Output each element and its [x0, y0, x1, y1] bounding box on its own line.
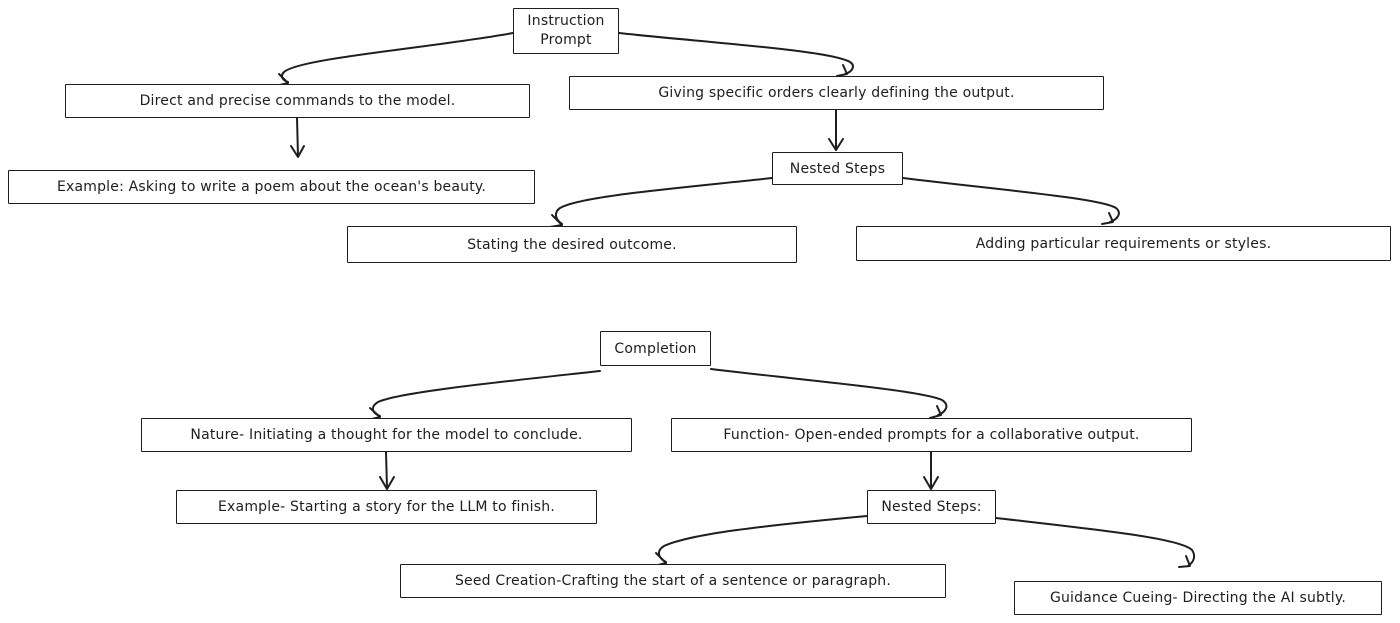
edge-instruction-to-giving	[618, 32, 854, 75]
node-example-poem: Example: Asking to write a poem about th…	[8, 170, 535, 204]
edge-direct-to-example	[296, 117, 299, 157]
node-adding-requirements: Adding particular requirements or styles…	[856, 226, 1391, 261]
node-nature: Nature- Initiating a thought for the mod…	[141, 418, 632, 452]
edge-nested2-to-seed	[658, 515, 868, 563]
node-nested-steps-2: Nested Steps:	[867, 490, 996, 524]
arrowhead-nature-to-example2	[379, 476, 395, 490]
edge-instruction-to-direct	[280, 32, 514, 83]
node-nested-steps-1: Nested Steps	[772, 152, 903, 185]
edge-nested2-to-guidance	[995, 517, 1196, 567]
arrowhead-function-to-nested2	[923, 476, 939, 490]
edge-completion-to-nature	[372, 370, 601, 417]
node-example-story: Example- Starting a story for the LLM to…	[176, 490, 597, 524]
node-seed-creation: Seed Creation-Crafting the start of a se…	[400, 564, 946, 598]
arrowhead-instruction-to-giving	[836, 64, 848, 77]
node-completion: Completion	[600, 331, 711, 366]
arrowhead-completion-to-function	[929, 405, 942, 419]
edge-completion-to-function	[710, 368, 948, 416]
edge-nature-to-example2	[385, 451, 388, 489]
arrowhead-nested1-to-adding	[1101, 212, 1114, 225]
node-direct-commands: Direct and precise commands to the model…	[65, 84, 530, 118]
arrowhead-direct-to-example	[290, 145, 305, 158]
node-guidance-cueing: Guidance Cueing- Directing the AI subtly…	[1014, 581, 1382, 615]
node-giving-orders: Giving specific orders clearly defining …	[569, 76, 1104, 110]
edge-nested1-to-adding	[902, 177, 1120, 223]
edge-nested1-to-stating	[554, 177, 773, 225]
node-instruction-prompt: Instruction Prompt	[513, 8, 619, 54]
node-function: Function- Open-ended prompts for a colla…	[671, 418, 1192, 452]
node-stating-outcome: Stating the desired outcome.	[347, 226, 797, 263]
arrowhead-giving-to-nested1	[828, 138, 844, 151]
arrowhead-nested2-to-guidance	[1178, 555, 1191, 568]
